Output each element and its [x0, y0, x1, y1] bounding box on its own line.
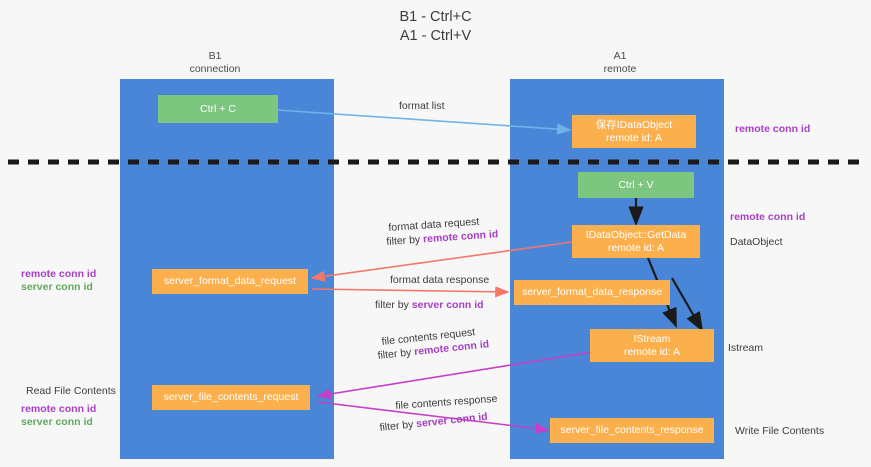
side-label-left-remote-conn-id-mid: remote conn id	[21, 268, 97, 280]
filter-prefix-3: filter by	[377, 346, 415, 362]
side-label-istream: Istream	[728, 342, 764, 354]
node-ctrl-v[interactable]: Ctrl + V	[578, 172, 694, 198]
node-getdata[interactable]: IDataObject::GetData remote id: A	[572, 225, 700, 258]
side-label-remote-conn-id-mid: remote conn id	[730, 211, 806, 223]
side-label-left-server-conn-id-bottom: server conn id	[21, 416, 93, 428]
side-label-dataobject: DataObject	[730, 236, 783, 248]
node-getdata-line1: IDataObject::GetData	[585, 228, 687, 241]
filter-key-2: server conn id	[411, 299, 484, 311]
lane-header-b1-sub: connection	[189, 63, 241, 75]
node-save-idataobject-line1: 保存IDataObject	[595, 118, 673, 131]
node-server-file-contents-response[interactable]: server_file_contents_response	[550, 418, 714, 443]
node-getdata-line2: remote id: A	[607, 241, 665, 254]
filter-prefix-2: filter by	[375, 299, 412, 311]
page-title-line-2: A1 - Ctrl+V	[399, 28, 472, 44]
edge-label-format-list: format list	[399, 100, 445, 112]
edge-label-format-data-response: format data response	[390, 274, 490, 286]
node-server-file-contents-request[interactable]: server_file_contents_request	[152, 385, 310, 410]
lane-header-a1-sub: remote	[603, 63, 637, 75]
node-istream-line1: IStream	[633, 332, 671, 345]
node-server-format-data-response[interactable]: server_format_data_response	[514, 280, 670, 305]
side-label-left-remote-conn-id-bottom: remote conn id	[21, 403, 97, 415]
node-server-format-data-request-label: server_format_data_request	[164, 275, 296, 287]
node-ctrl-c[interactable]: Ctrl + C	[158, 95, 278, 123]
filter-prefix-1: filter by	[386, 233, 424, 248]
lane-header-a1-name: A1	[613, 50, 627, 62]
node-server-file-contents-request-label: server_file_contents_request	[163, 391, 299, 403]
edge-label-file-contents-response: file contents response	[395, 392, 498, 412]
filter-prefix-4: filter by	[379, 418, 417, 434]
node-ctrl-v-label: Ctrl + V	[618, 178, 654, 191]
side-label-remote-conn-id-top: remote conn id	[735, 123, 811, 135]
side-label-left-server-conn-id-mid: server conn id	[21, 281, 93, 293]
node-istream[interactable]: IStream remote id: A	[590, 329, 714, 362]
page-title-line-1: B1 - Ctrl+C	[399, 9, 472, 25]
node-ctrl-c-label: Ctrl + C	[200, 102, 236, 115]
side-label-write-file-contents: Write File Contents	[735, 425, 825, 437]
node-istream-line2: remote id: A	[623, 345, 681, 358]
node-save-idataobject-line2: remote id: A	[605, 131, 663, 144]
node-save-idataobject[interactable]: 保存IDataObject remote id: A	[572, 115, 696, 148]
node-server-format-data-request[interactable]: server_format_data_request	[152, 269, 308, 294]
node-server-format-data-response-label: server_format_data_response	[521, 286, 663, 298]
edge-label-file-contents-response-filter: filter by server conn id	[379, 411, 488, 435]
lane-header-b1-name: B1	[208, 50, 222, 62]
side-label-read-file-contents: Read File Contents	[26, 385, 116, 397]
filter-key-4: server conn id	[415, 410, 489, 431]
node-server-file-contents-response-label: server_file_contents_response	[560, 424, 704, 436]
edge-label-format-data-response-filter: filter by server conn id	[375, 299, 484, 312]
